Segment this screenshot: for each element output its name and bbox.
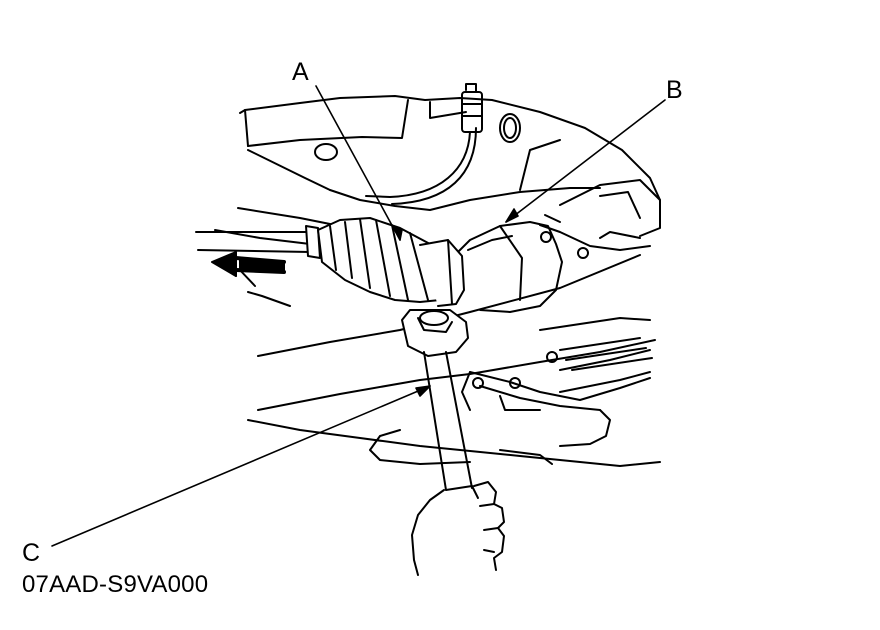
hand: [411, 481, 505, 576]
callout-leaders: [51, 85, 666, 547]
callout-label-c: C: [22, 539, 41, 567]
double-arrow-left-icon: [211, 251, 286, 277]
sensor-harness: [365, 83, 483, 205]
oil-pan: [461, 317, 653, 447]
pry-bar: [401, 309, 473, 491]
vehicle-body: [237, 95, 661, 307]
leader-a: [315, 85, 401, 241]
leader-b: [505, 99, 666, 223]
callout-label-a: A: [292, 58, 309, 86]
callout-label-b: B: [666, 76, 683, 104]
driveshaft: [195, 217, 465, 307]
differential-housing: [454, 214, 651, 313]
figure-code: 07AAD-S9VA000: [22, 571, 209, 598]
leader-c: [51, 385, 431, 547]
